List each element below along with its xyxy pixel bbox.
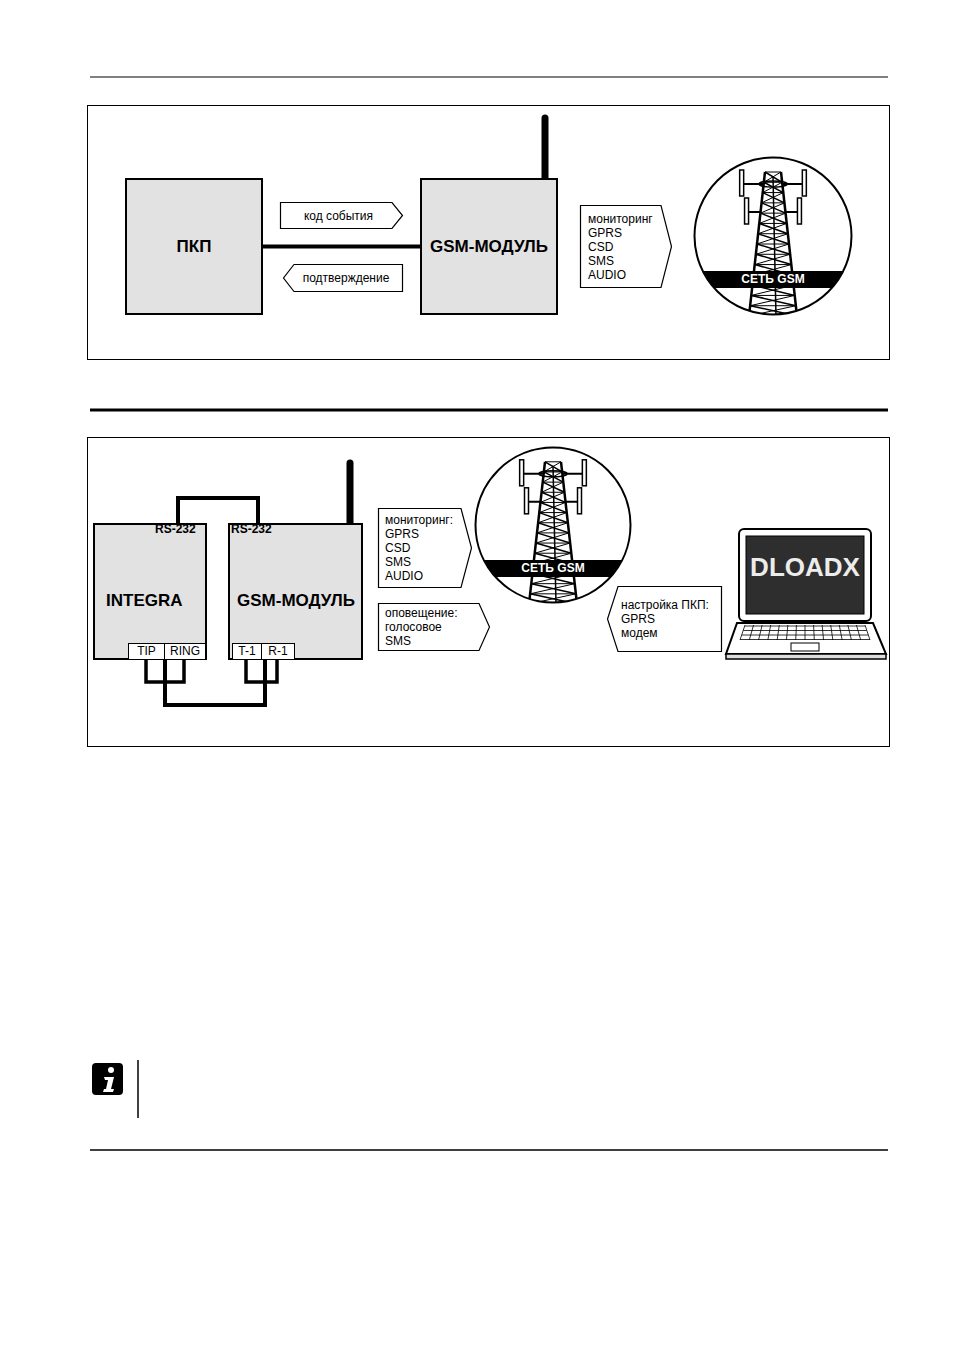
channel-text: SMS: [385, 634, 411, 648]
circle-ground: [695, 158, 852, 315]
software-name: DLOADX: [747, 552, 863, 582]
port-name: RS-232: [155, 522, 205, 537]
connection-wire: [263, 245, 420, 249]
network-band: [474, 560, 632, 577]
network-band: [693, 271, 853, 288]
laptop-edge: [726, 654, 886, 659]
arrow-shape: [581, 206, 672, 288]
channel-text: CSD: [385, 541, 410, 555]
box-title: GSM-МОДУЛЬ: [237, 591, 355, 611]
arrow-shape: [281, 203, 403, 229]
gsm-network-circle: СЕТЬ GSM: [474, 446, 632, 604]
page-rules: [90, 77, 888, 1150]
circle-ground: [476, 448, 631, 603]
keyboard: [740, 625, 870, 640]
signal-arrow: код события: [280, 202, 403, 229]
channel-text: SMS: [588, 254, 614, 268]
channel-arrow: настройка ПКП:GPRSмодем: [607, 586, 722, 652]
figure-frames: [88, 106, 890, 747]
terminal-name: R-1: [261, 643, 295, 660]
channel-text: GPRS: [588, 226, 622, 240]
channel-text: мониторинг: [588, 212, 653, 226]
channel-text: SMS: [385, 555, 411, 569]
panel-box: INTEGRA: [93, 523, 207, 660]
gsm-network-circle: СЕТЬ GSM: [693, 156, 853, 316]
channel-text: GPRS: [385, 527, 419, 541]
arrow-shape: [608, 587, 722, 652]
channel-text: подтверждение: [303, 271, 390, 285]
channel-text: настройка ПКП:: [621, 598, 709, 612]
circle-outline: [695, 158, 852, 315]
channel-text: мониторинг:: [385, 513, 453, 527]
laptop-lid: [739, 529, 871, 621]
network-label: СЕТЬ GSM: [474, 560, 632, 577]
box-title: ПКП: [177, 237, 212, 257]
laptop-base: [726, 623, 886, 654]
connection-wire: [165, 660, 265, 705]
tower-lattice: [740, 170, 807, 316]
laptop-display: [746, 536, 864, 614]
channel-text: код события: [304, 209, 373, 223]
channel-text: оповещение:: [385, 606, 458, 620]
channel-arrow: мониторингGPRSCSDSMSAUDIO: [580, 205, 672, 288]
laptop-illustration: [725, 528, 887, 662]
arrow-shape: [284, 265, 403, 292]
laptop-screen: DLOADX: [725, 528, 887, 662]
channel-text: GPRS: [621, 612, 655, 626]
connection-wire: [178, 498, 258, 523]
channel-text: модем: [621, 626, 658, 640]
circle-outline: [476, 448, 631, 603]
tower-illustration: [474, 446, 632, 604]
arrow-shape: [379, 509, 472, 588]
channel-text: AUDIO: [588, 268, 626, 282]
module-box: GSM-МОДУЛЬ: [228, 523, 363, 660]
terminal-name: TIP: [128, 643, 165, 660]
channel-text: голосовое: [385, 620, 442, 634]
channel-arrow: мониторинг:GPRSCSDSMSAUDIO: [378, 508, 472, 588]
panel-box: ПКП: [125, 178, 263, 315]
touchpad: [791, 643, 819, 651]
terminal-name: RING: [164, 643, 206, 660]
signal-arrow: подтверждение: [283, 264, 403, 292]
channel-arrow: оповещение:голосовоеSMS: [378, 603, 490, 651]
port-name: RS-232: [231, 522, 281, 537]
channel-text: AUDIO: [385, 569, 423, 583]
module-box: GSM-МОДУЛЬ: [420, 178, 558, 315]
network-label: СЕТЬ GSM: [693, 271, 853, 288]
tower-illustration: [693, 156, 853, 316]
channel-text: CSD: [588, 240, 613, 254]
info-icon: [92, 1060, 138, 1118]
box-title: INTEGRA: [106, 591, 183, 611]
arrow-shape: [379, 604, 490, 651]
box-title: GSM-МОДУЛЬ: [430, 237, 548, 257]
terminal-name: T-1: [232, 643, 262, 660]
tower-lattice: [520, 460, 587, 604]
